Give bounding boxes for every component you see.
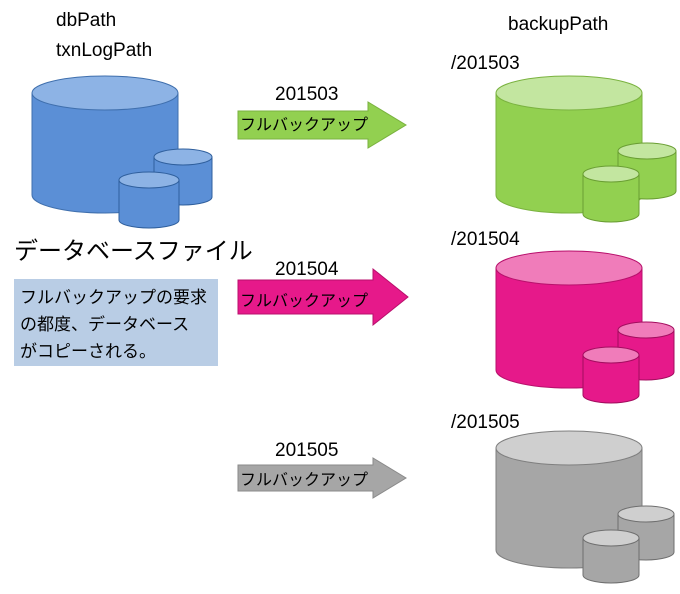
note-box: フルバックアップの要求 の都度、データベース がコピーされる。 bbox=[14, 279, 218, 366]
arrow-label: フルバックアップ bbox=[240, 472, 369, 489]
arrow-right-icon bbox=[237, 101, 407, 149]
arrow-right-icon bbox=[237, 457, 407, 499]
backup-database-icon bbox=[495, 250, 675, 404]
dbpath-label: dbPath bbox=[56, 10, 117, 31]
backup-path-201504: /201504 bbox=[451, 229, 520, 250]
note-line: がコピーされる。 bbox=[20, 342, 156, 361]
backup-path-201505: /201505 bbox=[451, 412, 520, 433]
note-line: フルバックアップの要求 bbox=[20, 288, 207, 307]
arrow-right-icon bbox=[237, 267, 409, 327]
arrow-label: フルバックアップ bbox=[240, 117, 369, 134]
backup-database-icon bbox=[495, 75, 677, 223]
database-files-icon bbox=[31, 75, 213, 229]
period-label-201503: 201503 bbox=[275, 84, 339, 105]
txnlogpath-label: txnLogPath bbox=[56, 40, 153, 61]
period-label-201505: 201505 bbox=[275, 440, 339, 461]
note-line: の都度、データベース bbox=[20, 315, 190, 334]
backup-path-201503: /201503 bbox=[451, 53, 520, 74]
period-label-201504: 201504 bbox=[275, 259, 339, 280]
arrow-label: フルバックアップ bbox=[240, 293, 369, 310]
backup-database-icon bbox=[495, 430, 675, 584]
database-file-caption: データベースファイル bbox=[14, 238, 253, 265]
backup-path-header: backupPath bbox=[508, 14, 609, 35]
